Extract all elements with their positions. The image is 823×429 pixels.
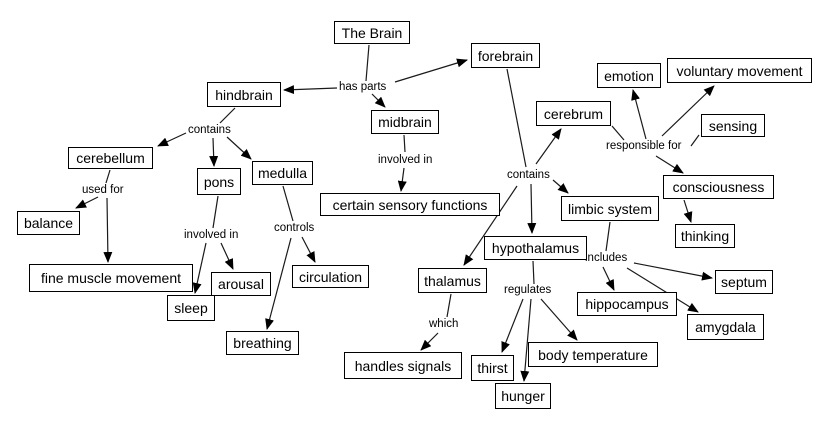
edge-midbrain-involvedin2 [403, 134, 406, 153]
node-hypothalamus[interactable]: hypothalamus [484, 236, 587, 260]
edge-hasparts-hindbrain [283, 85, 338, 95]
edge-contains2-limbic [552, 179, 569, 194]
edge-controls-circulation [301, 236, 316, 263]
edge-responsiblefor-voluntary [661, 85, 715, 137]
edge-involvedin-arousal [220, 242, 234, 270]
edge-includes-hippocampus [602, 266, 615, 291]
edge-label-controls[interactable]: controls [274, 222, 315, 234]
node-thirst[interactable]: thirst [471, 355, 514, 381]
edge-hindbrain-contains [219, 107, 236, 124]
node-midbrain[interactable]: midbrain [371, 110, 439, 134]
node-thalamus[interactable]: thalamus [418, 268, 487, 293]
node-thinking[interactable]: thinking [675, 224, 735, 248]
edge-contains2-thalamus [463, 185, 518, 266]
edge-involvedin2-sensoryfunctions [397, 167, 407, 192]
node-circulation[interactable]: circulation [292, 265, 369, 288]
edge-contains-pons [209, 137, 219, 167]
node-breathing[interactable]: breathing [226, 331, 299, 355]
edge-label-includes[interactable]: includes [585, 252, 628, 264]
edge-label-regulates[interactable]: regulates [504, 284, 552, 296]
node-handles-signals[interactable]: handles signals [344, 352, 462, 379]
edge-regulates-bodytemp [540, 298, 578, 341]
node-emotion[interactable]: emotion [597, 63, 661, 88]
edge-responsiblefor-sensing [690, 134, 700, 147]
edge-usedfor-finemuscle [103, 197, 113, 263]
node-cerebellum[interactable]: cerebellum [68, 147, 153, 169]
edge-limbic-includes [605, 221, 611, 252]
node-body-temperature[interactable]: body temperature [528, 342, 658, 367]
edge-hypothalamus-regulates [532, 260, 535, 285]
edge-thebrain-hasparts [365, 44, 370, 82]
edge-responsiblefor-emotion [631, 89, 647, 140]
edge-usedfor-balance [75, 196, 99, 209]
edge-label-used-for[interactable]: used for [82, 184, 124, 196]
node-limbic-system[interactable]: limbic system [561, 196, 659, 221]
node-fine-muscle-movement[interactable]: fine muscle movement [29, 264, 193, 292]
edge-hasparts-forebrain [394, 58, 468, 83]
edge-regulates-thirst [501, 298, 524, 353]
edge-label-involved-in-midbrain[interactable]: involved in [378, 154, 433, 166]
node-certain-sensory-functions[interactable]: certain sensory functions [320, 193, 500, 216]
edge-cerebrum-responsiblefor [611, 125, 625, 141]
edge-controls-breathing [265, 237, 292, 330]
edge-thalamus-which [446, 293, 452, 318]
edge-pons-involvedin [212, 195, 219, 229]
edge-label-contains-hindbrain[interactable]: contains [188, 124, 231, 136]
edge-medulla-controls [282, 185, 294, 222]
node-the-brain[interactable]: The Brain [334, 21, 410, 44]
edge-label-involved-in-pons[interactable]: involved in [184, 229, 239, 241]
node-sensing[interactable]: sensing [701, 114, 765, 137]
edge-contains2-hypothalamus [527, 183, 537, 234]
node-sleep[interactable]: sleep [167, 295, 215, 321]
node-arousal[interactable]: arousal [211, 272, 271, 296]
node-hippocampus[interactable]: hippocampus [577, 292, 677, 316]
node-voluntary-movement[interactable]: voluntary movement [667, 58, 812, 83]
node-balance[interactable]: balance [17, 211, 80, 235]
edge-contains2-cerebrum [535, 128, 562, 165]
edge-includes-amygdala [626, 267, 699, 313]
edge-responsiblefor-consciousness [655, 155, 684, 174]
edge-cerebellum-usedfor [105, 169, 111, 184]
node-amygdala[interactable]: amygdala [687, 314, 764, 340]
edge-regulates-hunger [520, 298, 532, 382]
edge-label-responsible-for[interactable]: responsible for [606, 140, 682, 152]
edge-hasparts-midbrain [371, 93, 386, 108]
node-pons[interactable]: pons [197, 168, 241, 195]
edge-label-contains-forebrain[interactable]: contains [507, 169, 550, 181]
edge-which-handlessignals [420, 332, 439, 351]
edge-label-which[interactable]: which [429, 318, 459, 330]
node-medulla[interactable]: medulla [252, 161, 313, 185]
node-hindbrain[interactable]: hindbrain [207, 82, 281, 107]
node-hunger[interactable]: hunger [495, 383, 551, 409]
edge-contains-cerebellum [157, 132, 187, 147]
node-consciousness[interactable]: consciousness [663, 175, 774, 199]
node-cerebrum[interactable]: cerebrum [536, 101, 611, 126]
edge-consciousness-thinking [683, 199, 693, 223]
edge-forebrain-contains2 [506, 68, 527, 168]
edge-contains-medulla [226, 136, 252, 160]
edge-involvedin-sleep [192, 242, 207, 294]
node-forebrain[interactable]: forebrain [471, 43, 540, 68]
node-septum[interactable]: septum [715, 270, 773, 294]
edge-label-has-parts[interactable]: has parts [339, 81, 387, 93]
edge-includes-septum [633, 262, 713, 281]
